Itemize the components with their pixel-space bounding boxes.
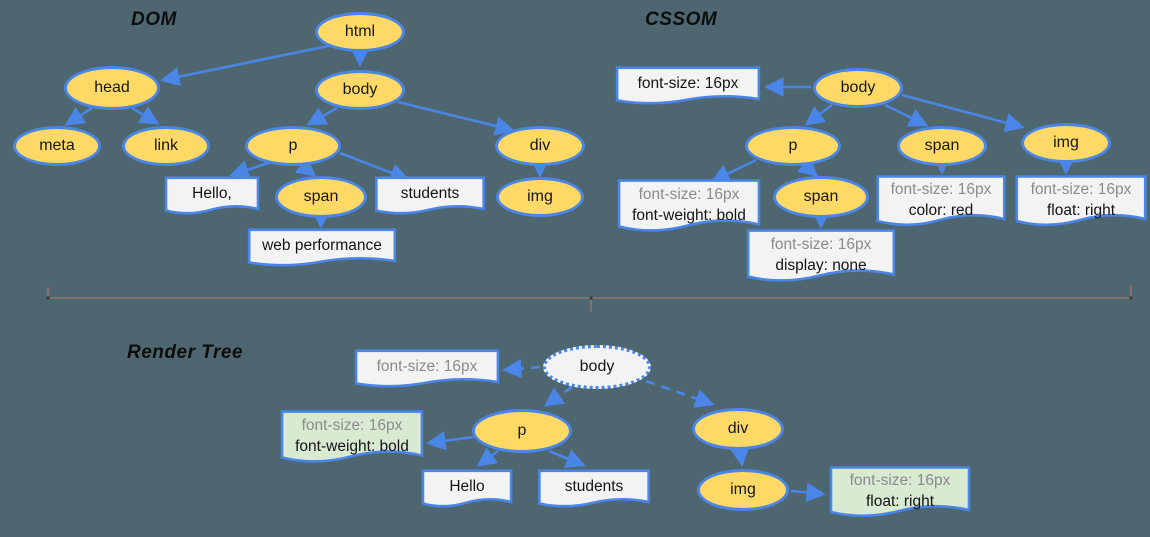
edge-render-div-img <box>730 446 750 467</box>
dom-node-body: body <box>315 70 405 110</box>
dom-node-p: p <box>245 126 341 166</box>
edge-dom-head-meta <box>64 106 93 126</box>
document-shape <box>1014 174 1148 234</box>
edge-dom-html-head <box>160 43 334 87</box>
document-shape <box>614 66 762 110</box>
edge-render-p-students <box>548 449 586 468</box>
document-shape <box>421 469 513 513</box>
render-text-students: students <box>537 469 651 513</box>
edge-dom-p-span <box>294 157 317 177</box>
render-node-img: img <box>697 469 789 511</box>
document-shape <box>374 176 486 220</box>
dom-title: DOM <box>131 9 177 30</box>
edge-dom-body-p <box>306 106 338 126</box>
document-shape <box>164 176 260 220</box>
divider-dot-center <box>589 296 593 300</box>
dom-node-head: head <box>64 66 160 110</box>
dom-text-web-performance: web performance <box>246 228 398 272</box>
dom-text-hello: Hello, <box>164 176 260 220</box>
render-text-hello: Hello <box>421 469 513 513</box>
render-node-div: div <box>692 408 784 450</box>
cssom-node-body: body <box>813 68 903 108</box>
edge-cssom-body-p <box>804 103 833 126</box>
document-shape <box>353 349 501 393</box>
document-shape <box>828 465 972 525</box>
edge-render-body-rule <box>502 358 541 379</box>
document-shape <box>279 409 425 471</box>
cssom-title: CSSOM <box>645 9 718 30</box>
edge-dom-head-link <box>131 106 160 125</box>
document-shape <box>246 228 398 272</box>
edge-cssom-p-span <box>797 156 819 177</box>
dom-node-meta: meta <box>13 126 101 166</box>
edge-render-img-rule <box>790 482 826 503</box>
render-node-body: body <box>543 345 651 389</box>
edge-render-p-rule <box>426 431 475 451</box>
document-shape <box>745 228 897 290</box>
render-tree-title: Render Tree <box>127 342 244 363</box>
edge-render-body-p <box>543 385 573 407</box>
dom-node-span: span <box>275 176 367 218</box>
dom-node-link: link <box>122 126 210 166</box>
cssom-node-p: p <box>745 126 841 166</box>
edge-render-body-div <box>645 379 715 408</box>
edge-cssom-p-rule <box>710 158 757 183</box>
edge-cssom-body-img <box>901 93 1025 133</box>
edge-dom-p-students <box>339 151 410 183</box>
cssom-rule-body: font-size: 16px <box>614 66 762 110</box>
dom-node-div: div <box>495 126 585 166</box>
document-shape <box>875 174 1007 234</box>
edge-render-p-hello <box>476 447 499 467</box>
dom-node-img: img <box>496 177 584 217</box>
render-node-p: p <box>472 409 572 453</box>
cssom-node-img: img <box>1021 123 1111 163</box>
divider-dot-left <box>46 296 50 300</box>
dom-text-students: students <box>374 176 486 220</box>
cssom-node-span: span <box>897 126 987 166</box>
divider-dot-right <box>1129 296 1133 300</box>
render-rule-body: font-size: 16px <box>353 349 501 393</box>
document-shape <box>537 469 651 513</box>
dom-node-html: html <box>315 12 405 52</box>
edge-dom-body-div <box>397 100 515 136</box>
document-shape <box>616 178 762 240</box>
edge-cssom-body-span <box>884 103 929 127</box>
edge-dom-p-hello <box>229 160 272 180</box>
cssom-node-span-in-p: span <box>773 176 869 218</box>
